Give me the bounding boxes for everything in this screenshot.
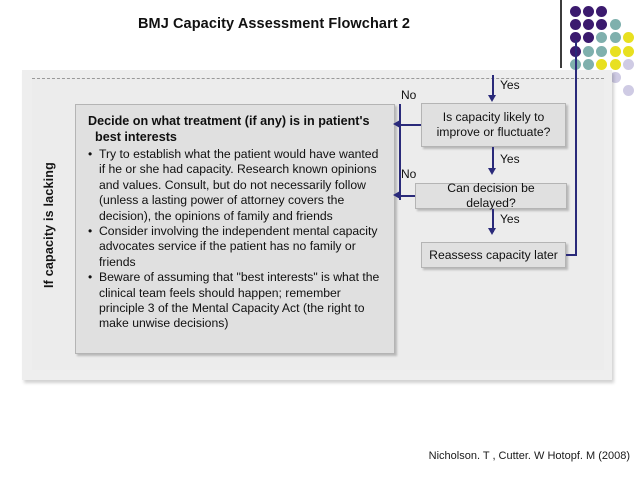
connector-return-rail-horizontal	[566, 254, 577, 256]
decor-dot	[583, 19, 595, 31]
decor-dot	[609, 19, 621, 31]
arrow-left-icon-upper	[393, 120, 400, 128]
connector-line-top	[492, 75, 494, 96]
decision-box-label: Can decision be delayed?	[447, 181, 535, 210]
connector-line-bottom	[492, 209, 494, 232]
decision-box-capacity-improve: Is capacity likely to improve or fluctua…	[421, 103, 566, 147]
best-interests-box: Decide on what treatment (if any) is in …	[75, 104, 395, 354]
decor-dot	[622, 32, 634, 44]
list-item: Consider involving the independent menta…	[88, 224, 384, 270]
best-interests-heading: Decide on what treatment (if any) is in …	[88, 114, 384, 145]
best-interests-heading-line2: best interests	[95, 129, 177, 144]
decision-box-decision-delayed: Can decision be delayed?	[415, 181, 567, 210]
decision-box-label: Is capacity likely to improve or fluctua…	[436, 110, 551, 139]
connector-no-lower	[399, 195, 415, 197]
arrow-left-icon-lower	[393, 191, 400, 199]
decor-dot	[570, 32, 581, 44]
decor-dot	[583, 6, 595, 17]
connector-line-middle	[492, 147, 494, 169]
edge-label-yes-bottom: Yes	[500, 212, 520, 226]
connector-no-upper	[399, 124, 421, 126]
edge-label-no-upper: No	[401, 88, 417, 102]
decor-dot	[609, 72, 621, 83]
decor-dot	[583, 58, 595, 70]
decor-dot	[609, 58, 621, 70]
decor-dot	[596, 58, 608, 70]
edge-label-yes-top: Yes	[500, 78, 520, 92]
decor-dot	[622, 58, 634, 70]
flowchart-side-label: If capacity is lacking	[42, 162, 56, 288]
connector-no-rail	[399, 104, 401, 200]
decor-dot	[622, 85, 634, 97]
decor-dot	[596, 45, 608, 57]
decision-box-label: Reassess capacity later	[429, 247, 558, 262]
arrow-down-icon-top	[488, 95, 496, 102]
best-interests-heading-line1: Decide on what treatment (if any) is in …	[88, 114, 370, 128]
arrow-down-icon-bottom	[488, 228, 496, 235]
decor-dot	[570, 6, 581, 17]
arrow-down-icon-middle	[488, 168, 496, 175]
decor-dot	[583, 45, 595, 57]
header-divider-line	[560, 0, 562, 68]
decor-dot	[596, 19, 608, 31]
connector-return-rail-vertical	[575, 40, 577, 255]
decision-box-reassess-capacity: Reassess capacity later	[421, 242, 566, 268]
page-title: BMJ Capacity Assessment Flowchart 2	[137, 16, 411, 32]
citation-text: Nicholson. T , Cutter. W Hotopf. M (2008…	[428, 450, 630, 462]
decor-dot	[596, 32, 608, 44]
decor-dot	[583, 32, 595, 44]
decorative-dot-grid	[560, 0, 638, 97]
best-interests-bullet-list: Try to establish what the patient would …	[88, 147, 384, 332]
edge-label-yes-middle: Yes	[500, 152, 520, 166]
decor-dot	[570, 19, 581, 31]
decor-dot	[622, 45, 634, 57]
edge-label-no-lower: No	[401, 167, 417, 181]
decor-dot	[609, 32, 621, 44]
decor-dot	[596, 6, 608, 17]
list-item: Try to establish what the patient would …	[88, 147, 384, 224]
list-item: Beware of assuming that "best interests"…	[88, 270, 384, 332]
decor-dot	[609, 45, 621, 57]
